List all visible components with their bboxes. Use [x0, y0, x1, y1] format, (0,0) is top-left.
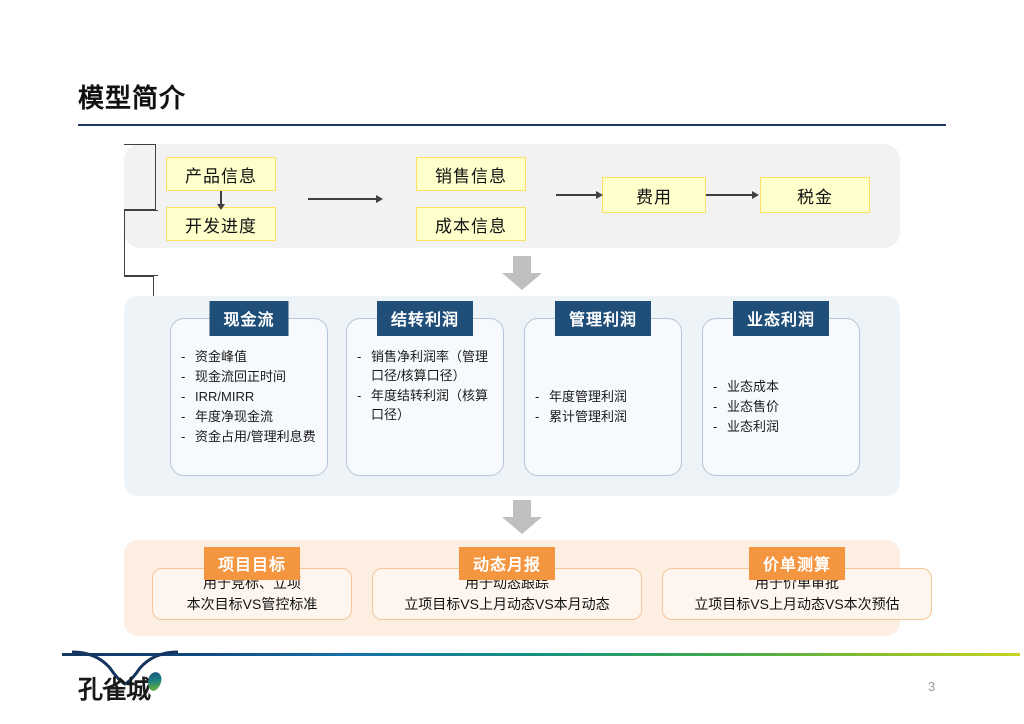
bracket-right-icon [124, 210, 158, 276]
section-connector-arrow-icon [502, 500, 542, 534]
metric-card-items: - 资金峰值 - 现金流回正时间 - IRR/MIRR - 年度净现金流 - 资… [181, 347, 319, 467]
bullet-marker: - [713, 379, 718, 394]
output-card-project-target[interactable]: 项目目标 用于竞标、立项 本次目标VS管控标准 [152, 547, 352, 620]
title-divider [78, 124, 946, 126]
list-item: - 现金流回正时间 [181, 369, 287, 384]
bullet-marker: - [181, 369, 186, 384]
metric-card-title: 管理利润 [554, 301, 652, 336]
input-flow-section: 产品信息 开发进度 销售信息 成本信息 费用 税金 [124, 144, 900, 342]
flow-box-progress[interactable]: 开发进度 [166, 207, 276, 241]
output-card-price-list[interactable]: 价单测算 用于价单审批 立项目标VS上月动态VS本次预估 [662, 547, 932, 620]
metric-card-cashflow[interactable]: 现金流 - 资金峰值 - 现金流回正时间 - IRR/MIRR - 年度净现金流… [170, 301, 328, 476]
flow-box-cost[interactable]: 成本信息 [416, 207, 526, 241]
arrow-down-icon [217, 191, 224, 210]
output-card-title: 动态月报 [458, 547, 556, 580]
footer-gradient-rule [62, 653, 1020, 656]
bullet-marker: - [535, 409, 540, 424]
output-card-line-2: 立项目标VS上月动态VS本月动态 [404, 596, 610, 612]
output-card-monthly-report[interactable]: 动态月报 用于动态跟踪 立项目标VS上月动态VS本月动态 [372, 547, 642, 620]
bullet-marker: - [713, 399, 718, 414]
list-item: - IRR/MIRR [181, 389, 255, 404]
metric-card-management-profit[interactable]: 管理利润 - 年度管理利润 - 累计管理利润 [524, 301, 682, 476]
list-item: - 年度管理利润 [535, 389, 628, 404]
output-card-title: 项目目标 [203, 547, 301, 580]
arrow-to-tax-icon [706, 191, 759, 198]
metric-card-title: 业态利润 [732, 301, 830, 336]
bullet-marker: - [713, 419, 718, 434]
flow-box-sales[interactable]: 销售信息 [416, 157, 526, 191]
bullet-marker: - [181, 429, 186, 444]
list-item: - 业态利润 [713, 419, 780, 434]
bullet-marker: - [181, 349, 186, 364]
page-number: 3 [928, 679, 936, 694]
metrics-section: 现金流 - 资金峰值 - 现金流回正时间 - IRR/MIRR - 年度净现金流… [124, 296, 900, 496]
metric-card-items: - 年度管理利润 - 累计管理利润 [535, 347, 673, 467]
bullet-marker: - [181, 389, 186, 404]
output-card-line-2: 本次目标VS管控标准 [186, 596, 318, 612]
bullet-marker: - [181, 409, 186, 424]
logo-text: 孔雀城 [78, 676, 151, 704]
list-item: - 资金占用/管理利息费 [181, 429, 316, 444]
flow-box-product[interactable]: 产品信息 [166, 157, 276, 191]
flow-box-tax[interactable]: 税金 [760, 177, 870, 213]
list-item: - 业态售价 [713, 399, 780, 414]
outputs-section: 项目目标 用于竞标、立项 本次目标VS管控标准 动态月报 用于动态跟踪 立项目标… [124, 540, 932, 636]
list-item: - 年度净现金流 [181, 409, 274, 424]
metric-card-title: 结转利润 [376, 301, 474, 336]
brand-logo: 孔雀城 [78, 670, 164, 704]
metric-card-items: - 业态成本 - 业态售价 - 业态利润 [713, 347, 851, 467]
flow-box-fee[interactable]: 费用 [602, 177, 706, 213]
page-title: 模型简介 [78, 83, 187, 113]
list-item: - 资金峰值 [181, 349, 248, 364]
metric-card-items: - 销售净利润率（管理口径/核算口径） - 年度结转利润（核算口径） [357, 347, 495, 467]
list-item: - 销售净利润率（管理口径/核算口径） [357, 349, 489, 383]
arrow-right-icon [308, 195, 383, 202]
metric-card-carryover-profit[interactable]: 结转利润 - 销售净利润率（管理口径/核算口径） - 年度结转利润（核算口径） [346, 301, 504, 476]
bullet-marker: - [357, 349, 362, 364]
output-card-line-2: 立项目标VS上月动态VS本次预估 [694, 596, 900, 612]
section-connector-arrow-icon [502, 256, 542, 290]
output-card-title: 价单测算 [748, 547, 846, 580]
list-item: - 业态成本 [713, 379, 780, 394]
bracket-left-icon [124, 144, 156, 210]
list-item: - 累计管理利润 [535, 409, 628, 424]
footer-swoosh-icon [71, 650, 179, 686]
list-item: - 年度结转利润（核算口径） [357, 388, 489, 422]
metric-card-title: 现金流 [209, 301, 289, 336]
bullet-marker: - [535, 389, 540, 404]
metric-card-format-profit[interactable]: 业态利润 - 业态成本 - 业态售价 - 业态利润 [702, 301, 860, 476]
arrow-to-fee-icon [556, 191, 603, 198]
bullet-marker: - [357, 388, 362, 403]
